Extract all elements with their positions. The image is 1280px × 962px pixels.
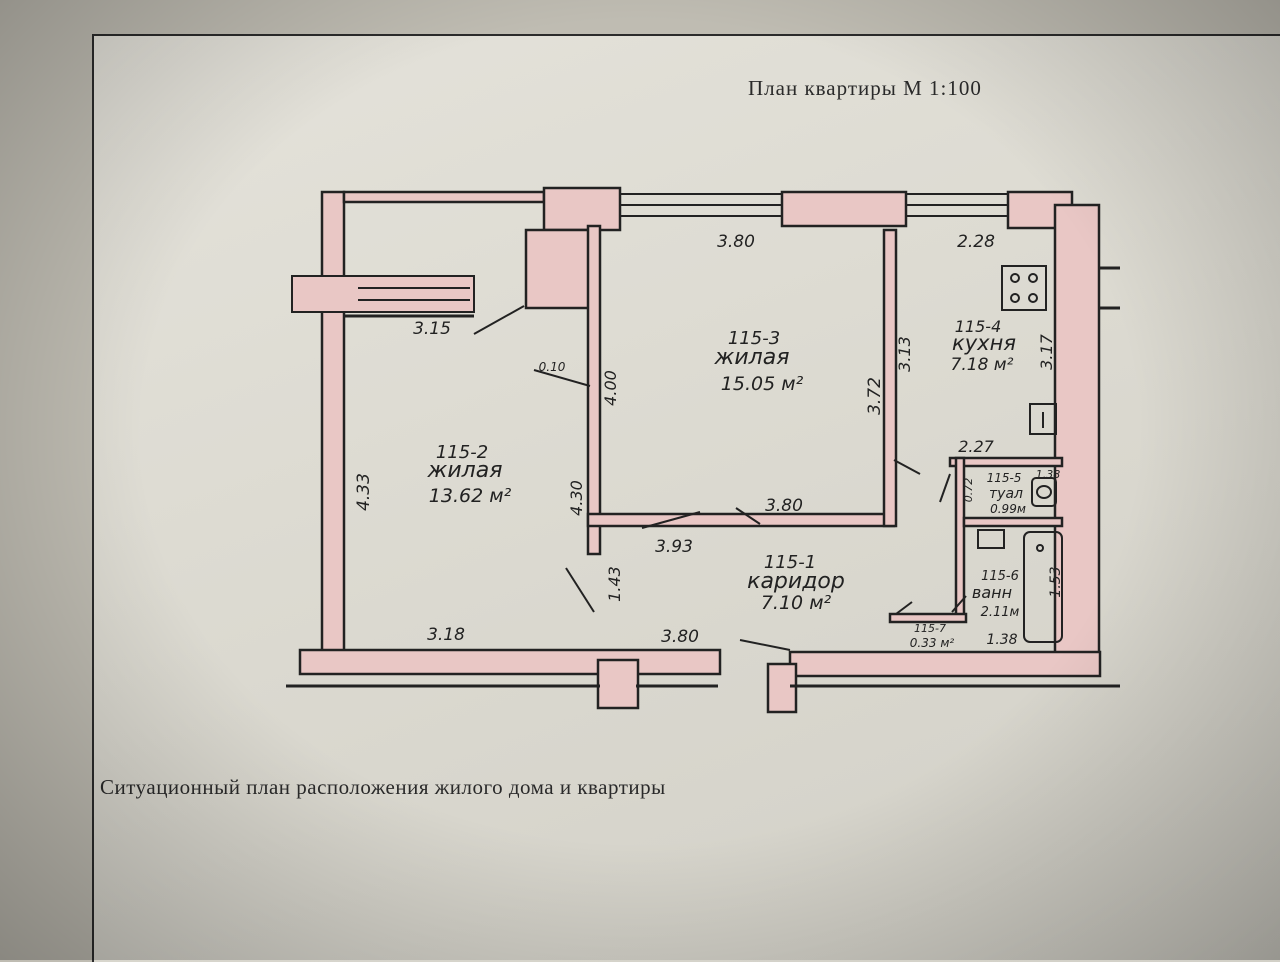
dim-room3-top: 3.80 bbox=[717, 232, 755, 252]
door-swings bbox=[473, 305, 967, 651]
dim-wc-depth: 0.72 bbox=[962, 478, 975, 503]
bathtub-icon bbox=[1023, 531, 1063, 643]
dim-kitchen-right: 3.17 bbox=[1037, 333, 1056, 369]
sink-icon bbox=[1029, 403, 1057, 435]
wall-pier-1b bbox=[524, 228, 598, 310]
wall-bottom-left bbox=[298, 648, 722, 676]
room-5-area: 0.99м bbox=[990, 502, 1026, 516]
fixtures bbox=[977, 265, 1063, 643]
dim-kitchen-bottom: 2.27 bbox=[958, 437, 994, 456]
dim-room3-bottom: 3.80 bbox=[765, 496, 803, 516]
stove-icon bbox=[1001, 265, 1047, 311]
partition-a bbox=[586, 224, 602, 556]
wall-stub-1 bbox=[596, 658, 640, 710]
room-1-area: 7.10 м² bbox=[761, 592, 832, 614]
dim-corridor-bottom: 3.80 bbox=[661, 627, 699, 647]
dim-room2-right: 4.30 bbox=[567, 480, 586, 516]
room-2-name: жилая bbox=[427, 458, 503, 483]
wall-left-outer bbox=[320, 190, 346, 654]
room-6-area: 2.11м bbox=[981, 605, 1020, 620]
dim-room2-top: 3.15 bbox=[413, 319, 451, 339]
room-3-area: 15.05 м² bbox=[721, 373, 804, 395]
room-1-id: 115-1 bbox=[764, 552, 816, 573]
wall-pier-2 bbox=[780, 190, 908, 228]
room-5-id: 115-5 bbox=[987, 471, 1022, 485]
dim-bath-width: 1.38 bbox=[986, 632, 1017, 648]
windows bbox=[291, 193, 1009, 313]
room-6-id: 115-6 bbox=[981, 569, 1019, 584]
partition-c bbox=[882, 228, 898, 528]
room-4-area: 7.18 м² bbox=[951, 355, 1014, 375]
room-3-name: жилая bbox=[714, 345, 790, 370]
toilet-icon bbox=[1031, 477, 1057, 507]
room-4-id: 115-4 bbox=[955, 317, 1002, 336]
dimension-labels: 3.80 2.28 3.15 0.10 4.00 3.72 3.13 3.17 … bbox=[354, 232, 1064, 648]
balcony-door bbox=[291, 275, 475, 313]
partition-f bbox=[962, 516, 1064, 528]
room-labels: 115-2 жилая 13.62 м² 115-3 жилая 15.05 м… bbox=[427, 317, 1026, 650]
wall-pier-1 bbox=[542, 186, 622, 232]
room-5-name: туал bbox=[989, 486, 1023, 502]
room-7-id: 115-7 bbox=[914, 622, 946, 635]
washbasin-icon bbox=[977, 529, 1005, 549]
dim-room2-left: 4.33 bbox=[354, 473, 374, 511]
partition-b bbox=[586, 512, 896, 528]
partition-g bbox=[888, 612, 968, 624]
wall-top-left bbox=[342, 190, 546, 204]
dim-room3-right: 3.72 bbox=[865, 377, 885, 415]
room-2-id: 115-2 bbox=[436, 442, 488, 463]
dim-room2-bottom: 3.18 bbox=[427, 625, 465, 645]
partition-d bbox=[948, 456, 1064, 468]
outer-lines bbox=[286, 266, 1120, 688]
room-4-name: кухня bbox=[952, 331, 1016, 355]
room-1-name: каридор bbox=[747, 569, 845, 594]
plan-title: План квартиры М 1:100 bbox=[748, 76, 982, 100]
dim-wc-width: 1.38 bbox=[1036, 468, 1061, 481]
dim-partition: 0.10 bbox=[539, 360, 566, 374]
walls bbox=[298, 186, 1102, 714]
situation-plan-caption: Ситуационный план расположения жилого до… bbox=[100, 775, 666, 799]
room-3-id: 115-3 bbox=[728, 328, 780, 349]
dim-doorway: 1.43 bbox=[605, 566, 624, 602]
dim-room3-left: 4.00 bbox=[601, 370, 620, 406]
wall-stub-2 bbox=[766, 662, 798, 714]
room-7-area: 0.33 м² bbox=[910, 636, 955, 650]
room-2-area: 13.62 м² bbox=[429, 485, 512, 507]
dim-kitchen-top: 2.28 bbox=[957, 232, 995, 252]
dim-corridor-top: 3.93 bbox=[655, 537, 693, 557]
dim-kitchen-left: 3.13 bbox=[895, 336, 914, 372]
dim-bath-length: 1.53 bbox=[1048, 566, 1064, 597]
room-6-name: ванн bbox=[972, 583, 1012, 602]
wall-bottom-right bbox=[788, 650, 1102, 678]
